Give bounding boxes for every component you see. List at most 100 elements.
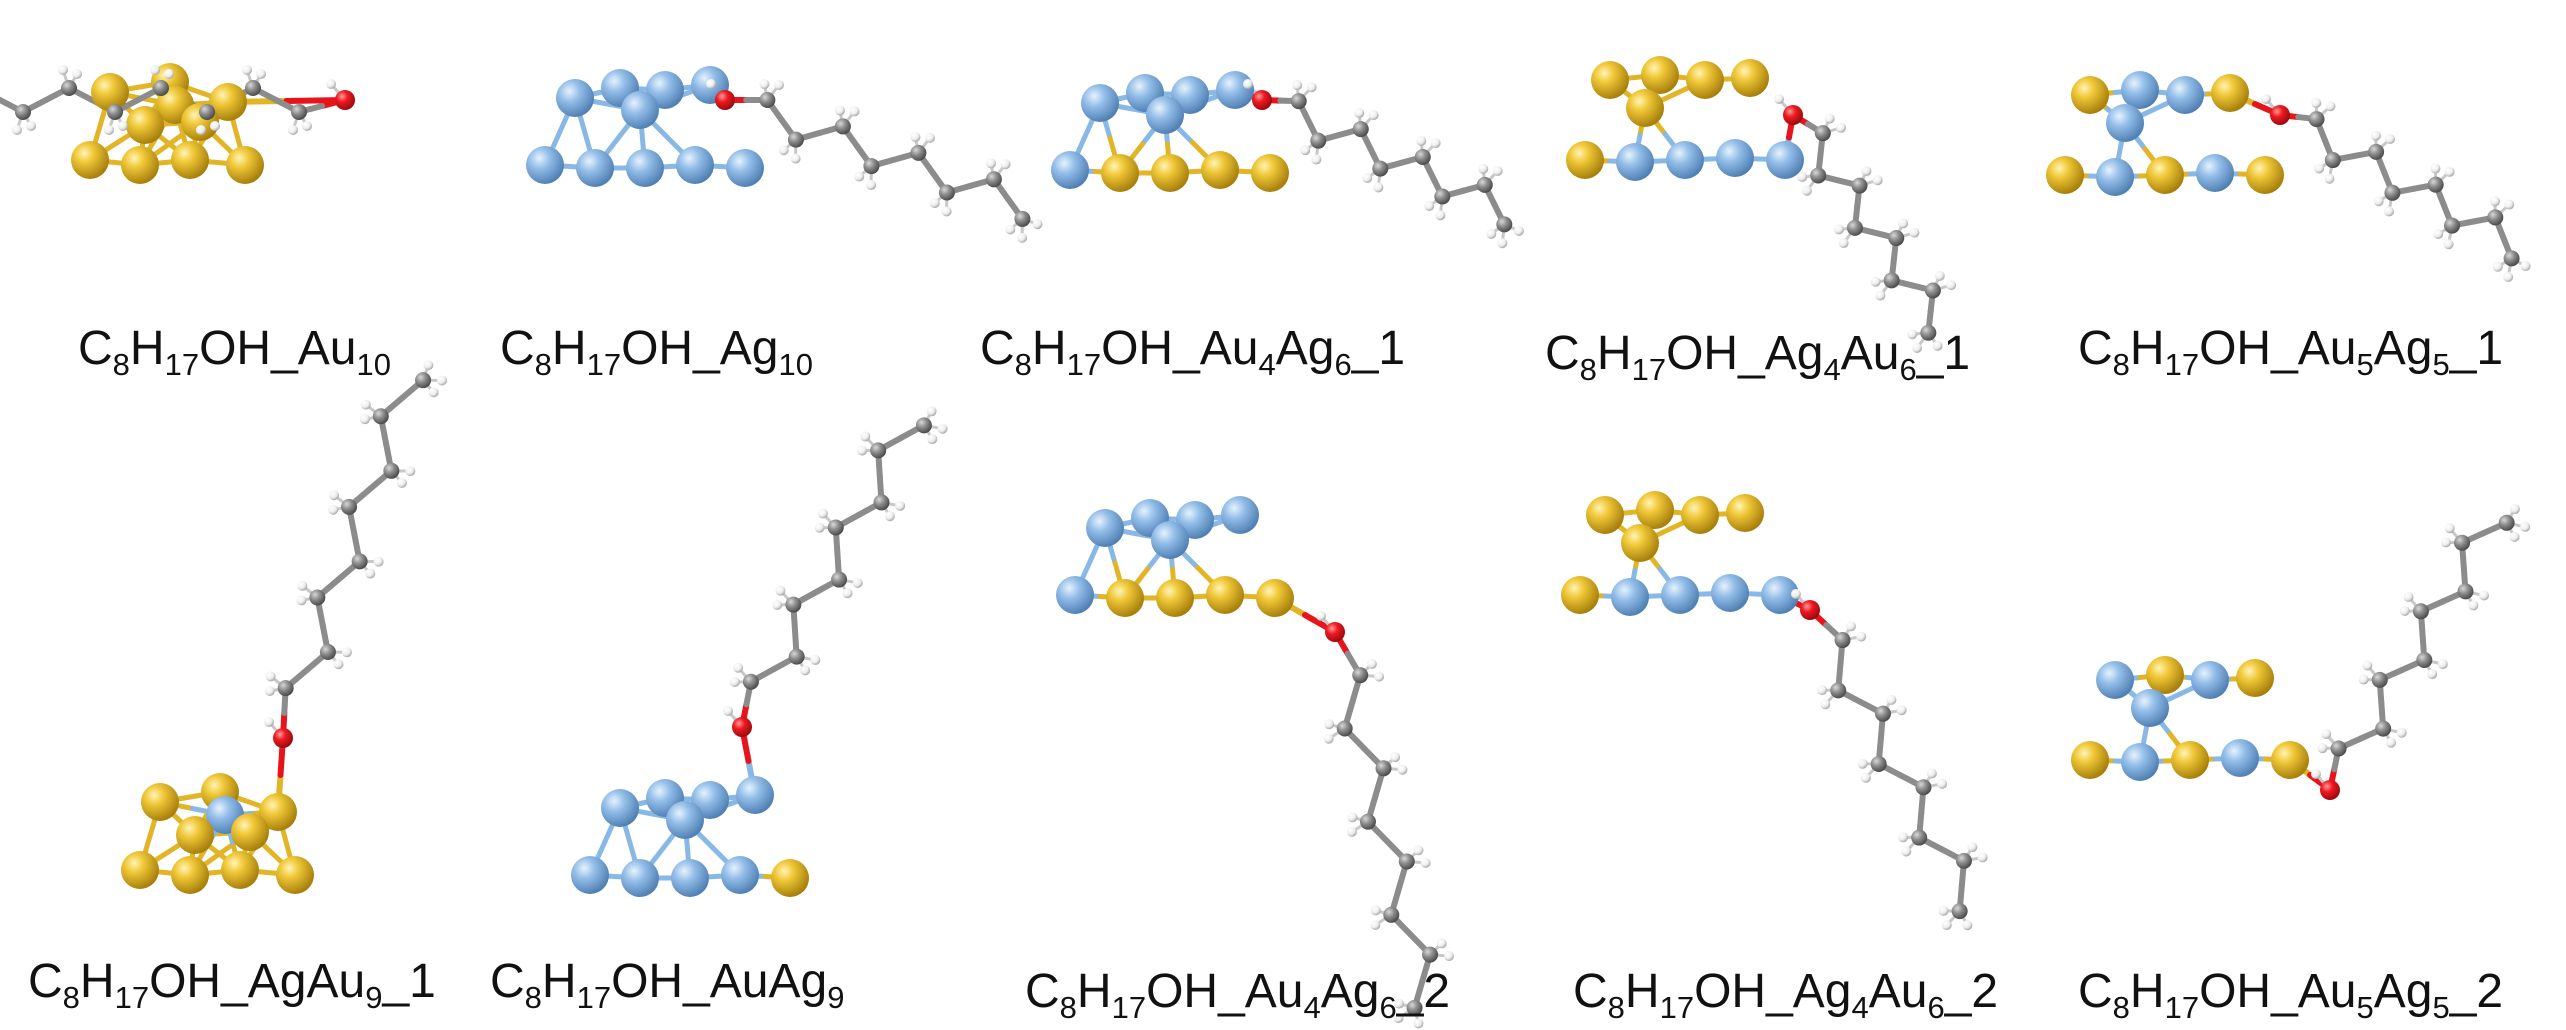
carbon-atom [1422,946,1439,963]
carbon-atom [61,80,77,96]
label-part: 17 [2164,990,2200,1025]
hydrogen-atom [778,145,789,156]
hydrogen-atom [852,577,863,588]
carbon-atom [1406,999,1423,1016]
hydrogen-atom [1373,182,1384,193]
carbon-atom [2444,217,2461,234]
carbon-atom [985,171,1002,188]
hydrogen-atom [1436,938,1447,949]
label-part: 8 [534,347,552,382]
label-part: 4 [1303,990,1321,1025]
hydrogen-atom [1397,764,1408,775]
label-part: 6 [1927,990,1945,1025]
gold-atom [209,83,247,121]
label-part: _1 [1351,322,1406,375]
hydrogen-atom [365,568,376,579]
silver-atom [1051,151,1089,189]
hydrogen-atom [1875,290,1886,301]
hydrogen-atom [1393,1013,1404,1024]
silver-atom [1616,143,1654,181]
hydrogen-atom [810,655,821,666]
hydrogen-atom [790,153,801,164]
hydrogen-atom [895,500,906,511]
carbon-atom [2498,514,2515,531]
silver-atom [1766,141,1804,179]
label-part: _1 [1916,327,1971,380]
hydrogen-atom [1374,671,1385,682]
hydrogen-atom [26,121,36,131]
carbon-atom [1014,210,1031,227]
hydrogen-atom [1870,276,1881,287]
hydrogen-atom [1513,225,1524,236]
carbon-atom [309,589,326,606]
carbon-atom [2384,184,2401,201]
label-part: OH_Au [1146,965,1304,1018]
hydrogen-atom [328,504,339,515]
hydrogen-atom [729,676,740,687]
carbon-atom [15,104,31,120]
silver-atom [1081,84,1119,122]
hydrogen-atom [1912,342,1923,353]
structure-label: C8H17OH_Au4Ag6_1 [980,322,1406,381]
silver-atom [1056,576,1094,614]
hydrogen-atom [860,431,871,442]
structure-s3 [1051,71,1524,249]
label-part: 9 [827,980,845,1015]
hydrogen-atom [733,662,744,673]
label-part: H [1031,322,1067,375]
gold-atom [126,106,164,144]
hydrogen-atom [256,69,266,79]
label-part: 8 [2112,347,2130,382]
silver-atom [621,859,659,897]
structure-label: C8H17OH_AgAu9_1 [28,958,436,1014]
label-part: C [1025,965,1060,1018]
hydrogen-atom [1977,852,1988,863]
hydrogen-atom [1366,659,1377,670]
structure-s5 [2046,71,2531,283]
carbon-atom [834,118,851,135]
silver-atom [626,149,664,187]
silver-atom [1661,576,1699,614]
structure-label: C8H17OH_Au5Ag5_1 [2078,325,2503,381]
hydrogen-atom [773,79,784,90]
hydrogen-atom [854,171,865,182]
carbon-atom [759,92,776,108]
silver-atom [721,856,759,894]
label-part: 8 [1014,347,1032,382]
hydrogen-atom [12,125,22,135]
carbon-atom [785,596,802,613]
carbon-atom [291,104,307,120]
hydrogen-atom [1791,589,1801,599]
structure-label: C8H17OH_Au5Ag5_2 [2078,968,2503,1024]
hydrogen-atom [884,511,895,522]
label-part: 17 [576,980,612,1015]
silver-atom [2221,739,2259,777]
gold-atom [171,856,209,894]
hydrogen-atom [941,206,952,217]
label-part: Ag [1275,322,1335,375]
label-part: OH_Ag [621,322,779,375]
structure-label: C8H17OH_Au10 [78,325,391,381]
carbon-atom [2503,250,2520,267]
hydrogen-atom [2362,660,2373,671]
silver-atom [666,801,704,839]
gold-atom [1206,576,1244,614]
hydrogen-atom [929,198,940,209]
hydrogen-atom [2314,163,2325,174]
hydrogen-atom [857,445,868,456]
hydrogen-atom [264,685,275,696]
gold-atom [2271,741,2309,779]
hydrogen-atom [405,466,416,477]
gold-atom [2071,76,2109,114]
hydrogen-atom [302,121,312,131]
gold-atom [91,73,129,111]
label-part: C [500,322,535,375]
carbon-atom [1372,160,1389,177]
carbon-atom [831,571,848,588]
hydrogen-atom [927,434,938,445]
gold-atom [226,146,264,184]
hydrogen-atom [2479,590,2490,601]
silver-atom [2096,661,2134,699]
structure-label: C8H17OH_Ag4Au6_2 [1573,968,1998,1024]
silver-atom [571,856,609,894]
